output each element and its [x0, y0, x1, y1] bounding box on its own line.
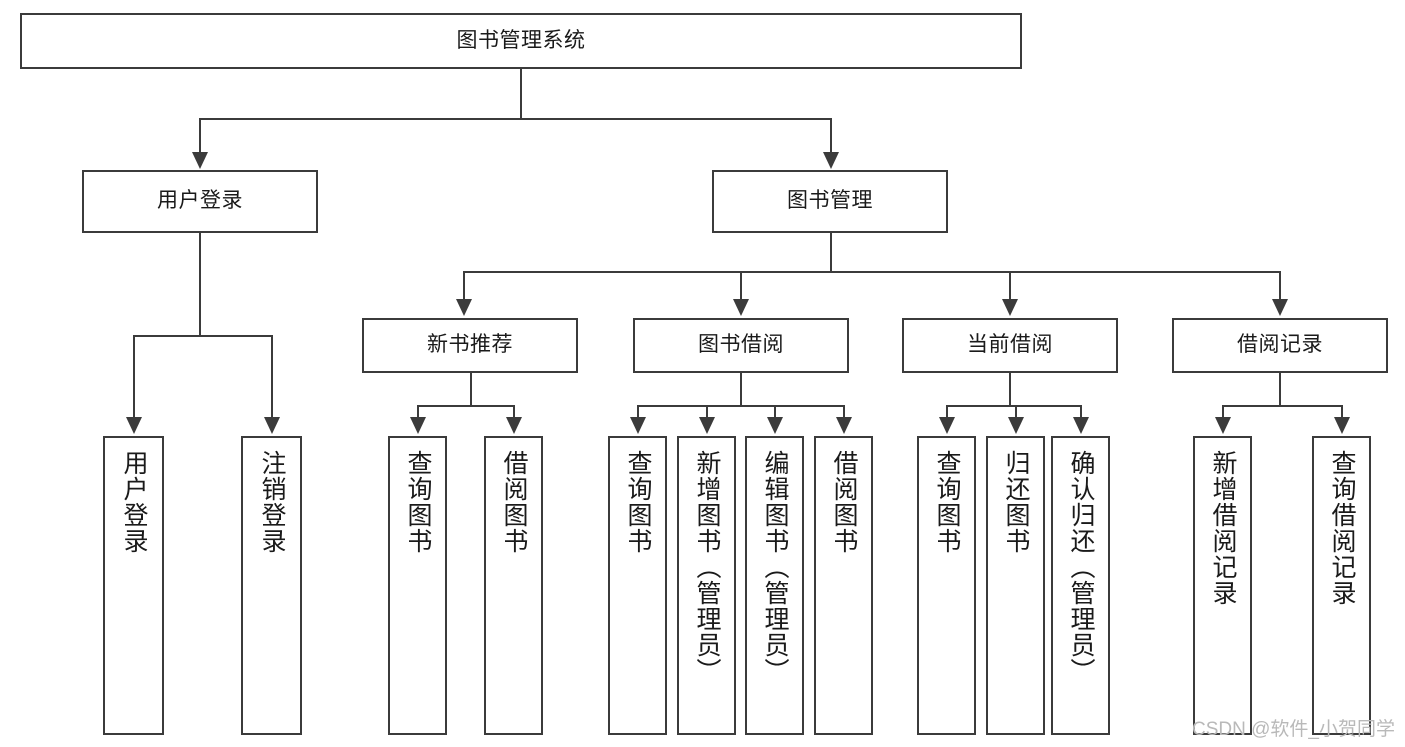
- connector-drop-user-login: [199, 118, 201, 154]
- node-label: 新增借阅记录: [1209, 450, 1237, 606]
- arrowhead-leaf-edit-book: [767, 417, 783, 434]
- connector-drop-leaf-logout: [271, 335, 273, 419]
- connector-borrow-record-stem: [1279, 373, 1281, 405]
- connector-drop-book-mgmt: [830, 118, 832, 154]
- node-new-book-recommend[interactable]: 新书推荐: [362, 318, 578, 373]
- connector-drop-leaf-borrow-book-2: [843, 405, 845, 419]
- connector-drop-leaf-add-book: [706, 405, 708, 419]
- node-label: 新书推荐: [427, 333, 513, 357]
- node-label: 查询图书: [624, 450, 652, 554]
- leaf-return-book[interactable]: 归还图书: [986, 436, 1045, 735]
- node-book-borrow[interactable]: 图书借阅: [633, 318, 849, 373]
- node-label: 查询图书: [933, 450, 961, 554]
- connector-book-borrow-stem: [740, 373, 742, 405]
- node-label: 用户登录: [120, 450, 148, 554]
- node-book-management[interactable]: 图书管理: [712, 170, 948, 233]
- connector-user-login-stem: [199, 233, 201, 335]
- leaf-logout[interactable]: 注销登录: [241, 436, 302, 735]
- leaf-confirm-return-admin[interactable]: 确认归还（管理员）: [1051, 436, 1110, 735]
- leaf-add-borrow-record[interactable]: 新增借阅记录: [1193, 436, 1252, 735]
- connector-root-stem: [520, 69, 522, 118]
- connector-drop-leaf-query-book-3: [946, 405, 948, 419]
- connector-drop-leaf-query-book-2: [637, 405, 639, 419]
- connector-current-borrow-stem: [1009, 373, 1011, 405]
- arrowhead-new-book: [456, 299, 472, 316]
- csdn-watermark: CSDN @软件_小贺同学: [1192, 719, 1395, 740]
- arrowhead-leaf-confirm-return: [1073, 417, 1089, 434]
- connector-drop-leaf-borrow-book-1: [513, 405, 515, 419]
- connector-drop-new-book: [463, 271, 465, 301]
- arrowhead-leaf-logout: [264, 417, 280, 434]
- arrowhead-current-borrow: [1002, 299, 1018, 316]
- connector-drop-leaf-return-book: [1015, 405, 1017, 419]
- node-label: 查询借阅记录: [1328, 450, 1356, 606]
- leaf-query-book-current[interactable]: 查询图书: [917, 436, 976, 735]
- node-label: 确认归还（管理员）: [1067, 450, 1095, 684]
- leaf-query-borrow-record[interactable]: 查询借阅记录: [1312, 436, 1371, 735]
- connector-level3-bus: [463, 271, 1280, 273]
- arrowhead-leaf-add-record: [1215, 417, 1231, 434]
- node-label: 图书借阅: [698, 333, 784, 357]
- connector-current-borrow-bus: [946, 405, 1081, 407]
- node-label: 编辑图书（管理员）: [761, 450, 789, 684]
- connector-level1-bus: [199, 118, 831, 120]
- node-label: 查询图书: [404, 450, 432, 554]
- node-label: 新增图书（管理员）: [693, 450, 721, 684]
- arrowhead-leaf-borrow-book-1: [506, 417, 522, 434]
- node-borrow-record[interactable]: 借阅记录: [1172, 318, 1388, 373]
- leaf-borrow-book[interactable]: 借阅图书: [814, 436, 873, 735]
- arrowhead-leaf-query-book-2: [630, 417, 646, 434]
- connector-user-login-bus: [133, 335, 273, 337]
- connector-book-borrow-bus: [637, 405, 844, 407]
- connector-new-book-stem: [470, 373, 472, 405]
- connector-drop-leaf-query-record: [1341, 405, 1343, 419]
- node-label: 当前借阅: [967, 333, 1053, 357]
- leaf-borrow-book-recommend[interactable]: 借阅图书: [484, 436, 543, 735]
- arrowhead-leaf-query-record: [1334, 417, 1350, 434]
- connector-book-mgmt-stem: [830, 233, 832, 271]
- node-label: 注销登录: [258, 450, 286, 554]
- arrowhead-leaf-query-book-1: [410, 417, 426, 434]
- node-label: 借阅图书: [500, 450, 528, 554]
- leaf-query-book-recommend[interactable]: 查询图书: [388, 436, 447, 735]
- arrowhead-leaf-return-book: [1008, 417, 1024, 434]
- connector-borrow-record-bus: [1222, 405, 1342, 407]
- connector-drop-borrow-record: [1279, 271, 1281, 301]
- leaf-user-login[interactable]: 用户登录: [103, 436, 164, 735]
- leaf-query-book-borrow[interactable]: 查询图书: [608, 436, 667, 735]
- node-label: 用户登录: [157, 189, 243, 213]
- arrowhead-leaf-borrow-book-2: [836, 417, 852, 434]
- connector-drop-leaf-user-login: [133, 335, 135, 419]
- connector-drop-leaf-add-record: [1222, 405, 1224, 419]
- node-label: 图书管理: [787, 189, 873, 213]
- arrowhead-book-mgmt: [823, 152, 839, 169]
- leaf-edit-book-admin[interactable]: 编辑图书（管理员）: [745, 436, 804, 735]
- connector-drop-leaf-edit-book: [774, 405, 776, 419]
- node-label: 借阅图书: [830, 450, 858, 554]
- arrowhead-leaf-user-login: [126, 417, 142, 434]
- node-label: 借阅记录: [1237, 333, 1323, 357]
- connector-drop-book-borrow: [740, 271, 742, 301]
- node-label: 归还图书: [1002, 450, 1030, 554]
- arrowhead-leaf-query-book-3: [939, 417, 955, 434]
- connector-drop-leaf-confirm-return: [1080, 405, 1082, 419]
- arrowhead-leaf-add-book: [699, 417, 715, 434]
- arrowhead-book-borrow: [733, 299, 749, 316]
- connector-new-book-bus: [417, 405, 514, 407]
- node-current-borrow[interactable]: 当前借阅: [902, 318, 1118, 373]
- arrowhead-borrow-record: [1272, 299, 1288, 316]
- leaf-add-book-admin[interactable]: 新增图书（管理员）: [677, 436, 736, 735]
- node-root-system[interactable]: 图书管理系统: [20, 13, 1022, 69]
- node-label: 图书管理系统: [456, 28, 586, 52]
- node-user-login[interactable]: 用户登录: [82, 170, 318, 233]
- connector-drop-current-borrow: [1009, 271, 1011, 301]
- connector-drop-leaf-query-book-1: [417, 405, 419, 419]
- arrowhead-user-login: [192, 152, 208, 169]
